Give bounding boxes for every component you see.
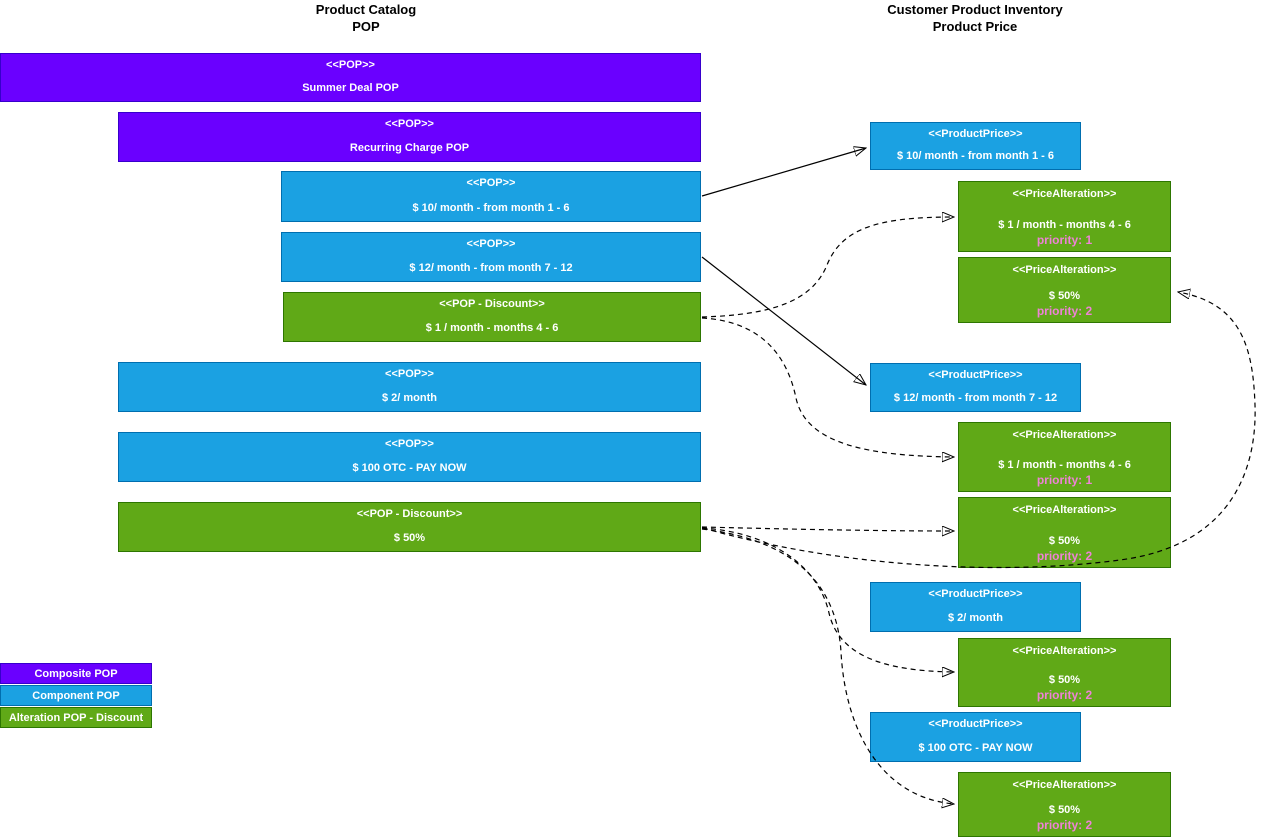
stereotype-label: <<ProductPrice>> <box>928 588 1023 600</box>
value-label: $ 10/ month - from month 1 - 6 <box>412 202 570 214</box>
value-label: $ 2/ month <box>947 612 1003 624</box>
value-label: $ 2/ month <box>381 392 437 404</box>
pop-recurring-charge: <<POP>> Recurring Charge POP <box>118 112 701 162</box>
stereotype-label: <<ProductPrice>> <box>928 128 1023 140</box>
stereotype-label: <<POP>> <box>385 118 434 130</box>
catalog-title: Product Catalog POP <box>166 1 566 35</box>
legend-label: Composite POP <box>34 667 118 680</box>
stereotype-label: <<ProductPrice>> <box>928 718 1023 730</box>
stereotype-label: <<PriceAlteration>> <box>1012 188 1117 200</box>
inventory-title-line2: Product Price <box>932 19 1018 34</box>
value-label: $ 12/ month - from month 7 - 12 <box>893 392 1058 404</box>
legend-label: Component POP <box>32 689 120 702</box>
alteration-1-month-p1-a: <<PriceAlteration>> $ 1 / month - months… <box>958 181 1171 252</box>
value-label: $ 12/ month - from month 7 - 12 <box>409 262 573 274</box>
edge-pop10-to-price10 <box>701 148 866 197</box>
price-2-month: <<ProductPrice>> $ 2/ month <box>870 582 1081 632</box>
priority-label: priority: 1 <box>1036 233 1093 247</box>
value-label: Recurring Charge POP <box>349 142 470 154</box>
price-10-month: <<ProductPrice>> $ 10/ month - from mont… <box>870 122 1081 170</box>
edge-discount50-to-alteration50d <box>701 528 954 804</box>
pop-discount-1-month: <<POP - Discount>> $ 1 / month - months … <box>283 292 701 342</box>
pop-100-otc: <<POP>> $ 100 OTC - PAY NOW <box>118 432 701 482</box>
alteration-50-p2-c: <<PriceAlteration>> $ 50% priority: 2 <box>958 638 1171 707</box>
value-label: $ 50% <box>1048 535 1081 547</box>
edge-discount50-to-alteration50b <box>701 527 954 531</box>
pop-2-month: <<POP>> $ 2/ month <box>118 362 701 412</box>
alteration-50-p2-d: <<PriceAlteration>> $ 50% priority: 2 <box>958 772 1171 837</box>
value-label: $ 100 OTC - PAY NOW <box>918 742 1033 754</box>
edge-discount1-to-alteration1a <box>701 217 954 318</box>
pop-discount-50: <<POP - Discount>> $ 50% <box>118 502 701 552</box>
inventory-title-line1: Customer Product Inventory <box>887 2 1063 17</box>
stereotype-label: <<POP>> <box>385 368 434 380</box>
stereotype-label: <<ProductPrice>> <box>928 369 1023 381</box>
pop-12-month: <<POP>> $ 12/ month - from month 7 - 12 <box>281 232 701 282</box>
edge-pop12-to-price12 <box>701 256 866 385</box>
priority-label: priority: 2 <box>1036 304 1093 318</box>
value-label: Summer Deal POP <box>302 82 399 94</box>
value-label: $ 10/ month - from month 1 - 6 <box>896 150 1055 162</box>
value-label: $ 50% <box>393 532 426 544</box>
inventory-title: Customer Product Inventory Product Price <box>775 1 1175 35</box>
value-label: $ 50% <box>1048 804 1081 816</box>
stereotype-label: <<PriceAlteration>> <box>1012 645 1117 657</box>
catalog-title-line2: POP <box>352 19 380 34</box>
stereotype-label: <<POP - Discount>> <box>439 298 545 310</box>
alteration-50-p2-a: <<PriceAlteration>> $ 50% priority: 2 <box>958 257 1171 323</box>
value-label: $ 50% <box>1048 290 1081 302</box>
alteration-1-month-p1-b: <<PriceAlteration>> $ 1 / month - months… <box>958 422 1171 492</box>
stereotype-label: <<POP - Discount>> <box>356 508 463 520</box>
price-100-otc: <<ProductPrice>> $ 100 OTC - PAY NOW <box>870 712 1081 762</box>
price-12-month: <<ProductPrice>> $ 12/ month - from mont… <box>870 363 1081 412</box>
stereotype-label: <<POP>> <box>466 177 516 189</box>
priority-label: priority: 2 <box>1036 688 1093 702</box>
legend-composite-pop: Composite POP <box>0 663 152 684</box>
stereotype-label: <<PriceAlteration>> <box>1012 504 1117 516</box>
value-label: $ 1 / month - months 4 - 6 <box>998 459 1131 471</box>
legend-label: Alteration POP - Discount <box>8 711 144 724</box>
value-label: $ 1 / month - months 4 - 6 <box>998 219 1131 231</box>
stereotype-label: <<POP>> <box>466 238 516 250</box>
stereotype-label: <<PriceAlteration>> <box>1012 429 1117 441</box>
value-label: $ 100 OTC - PAY NOW <box>352 462 467 474</box>
stereotype-label: <<POP>> <box>385 438 434 450</box>
catalog-title-line1: Product Catalog <box>315 2 417 17</box>
pop-summer-deal: <<POP>> Summer Deal POP <box>0 53 701 102</box>
legend-alteration-pop-discount: Alteration POP - Discount <box>0 707 152 728</box>
priority-label: priority: 2 <box>1036 549 1093 563</box>
pop-10-month: <<POP>> $ 10/ month - from month 1 - 6 <box>281 171 701 222</box>
legend-component-pop: Component POP <box>0 685 152 706</box>
stereotype-label: <<PriceAlteration>> <box>1012 779 1117 791</box>
priority-label: priority: 2 <box>1036 818 1093 832</box>
stereotype-label: <<POP>> <box>326 59 375 71</box>
alteration-50-p2-b: <<PriceAlteration>> $ 50% priority: 2 <box>958 497 1171 568</box>
value-label: $ 50% <box>1048 674 1081 686</box>
priority-label: priority: 1 <box>1036 473 1093 487</box>
value-label: $ 1 / month - months 4 - 6 <box>425 322 559 334</box>
stereotype-label: <<PriceAlteration>> <box>1012 264 1117 276</box>
